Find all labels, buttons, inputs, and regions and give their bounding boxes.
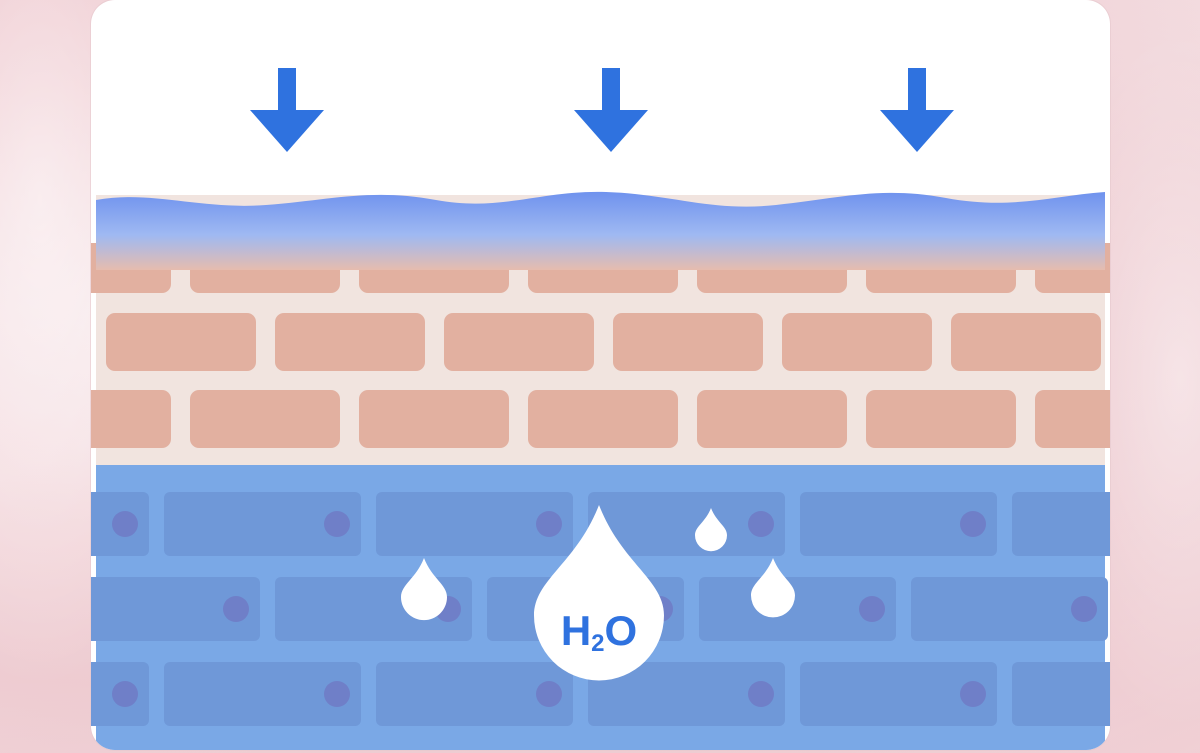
- water-drop-icon: [534, 505, 664, 681]
- cell: [164, 492, 361, 556]
- skin-diagram-card: H2O: [91, 0, 1110, 750]
- brick: [91, 390, 171, 448]
- cell: [376, 492, 573, 556]
- o-symbol: O: [605, 607, 638, 654]
- brick: [951, 313, 1101, 371]
- cell: [376, 662, 573, 726]
- brick: [1035, 390, 1110, 448]
- brick: [528, 390, 678, 448]
- subscript-2: 2: [591, 630, 604, 657]
- cell: [91, 577, 260, 641]
- water-drop-icon: [695, 508, 727, 552]
- cell: [1012, 662, 1110, 726]
- arrow-down-icon: [880, 68, 954, 152]
- brick: [106, 313, 256, 371]
- cell: [164, 662, 361, 726]
- cell: [699, 577, 896, 641]
- brick: [444, 313, 594, 371]
- arrow-down-icon: [574, 68, 648, 152]
- cell: [911, 577, 1108, 641]
- cell-nucleus: [748, 681, 774, 707]
- cell: [800, 662, 997, 726]
- brick: [782, 313, 932, 371]
- cell-nucleus: [112, 511, 138, 537]
- cell-nucleus: [859, 596, 885, 622]
- brick: [866, 390, 1016, 448]
- h-symbol: H: [561, 607, 591, 654]
- skin-barrier-diagram: H2O: [91, 68, 1110, 750]
- cell-nucleus: [324, 511, 350, 537]
- brick: [275, 313, 425, 371]
- water-drop-icon: [401, 558, 447, 621]
- cell-nucleus: [748, 511, 774, 537]
- water-drop-icon: [751, 558, 795, 618]
- arrow-down-icon: [250, 68, 324, 152]
- cell-nucleus: [960, 511, 986, 537]
- brick: [359, 390, 509, 448]
- cell: [588, 662, 785, 726]
- cell-nucleus: [112, 681, 138, 707]
- cell: [1012, 492, 1110, 556]
- cell-nucleus: [1071, 596, 1097, 622]
- cell-nucleus: [960, 681, 986, 707]
- brick: [613, 313, 763, 371]
- cell: [800, 492, 997, 556]
- cell-nucleus: [536, 511, 562, 537]
- brick: [190, 390, 340, 448]
- moisture-film: [96, 191, 1105, 270]
- cell-nucleus: [536, 681, 562, 707]
- h2o-label: H2O: [561, 607, 637, 657]
- brick: [697, 390, 847, 448]
- cell-nucleus: [324, 681, 350, 707]
- cell: [588, 492, 785, 556]
- cell-nucleus: [223, 596, 249, 622]
